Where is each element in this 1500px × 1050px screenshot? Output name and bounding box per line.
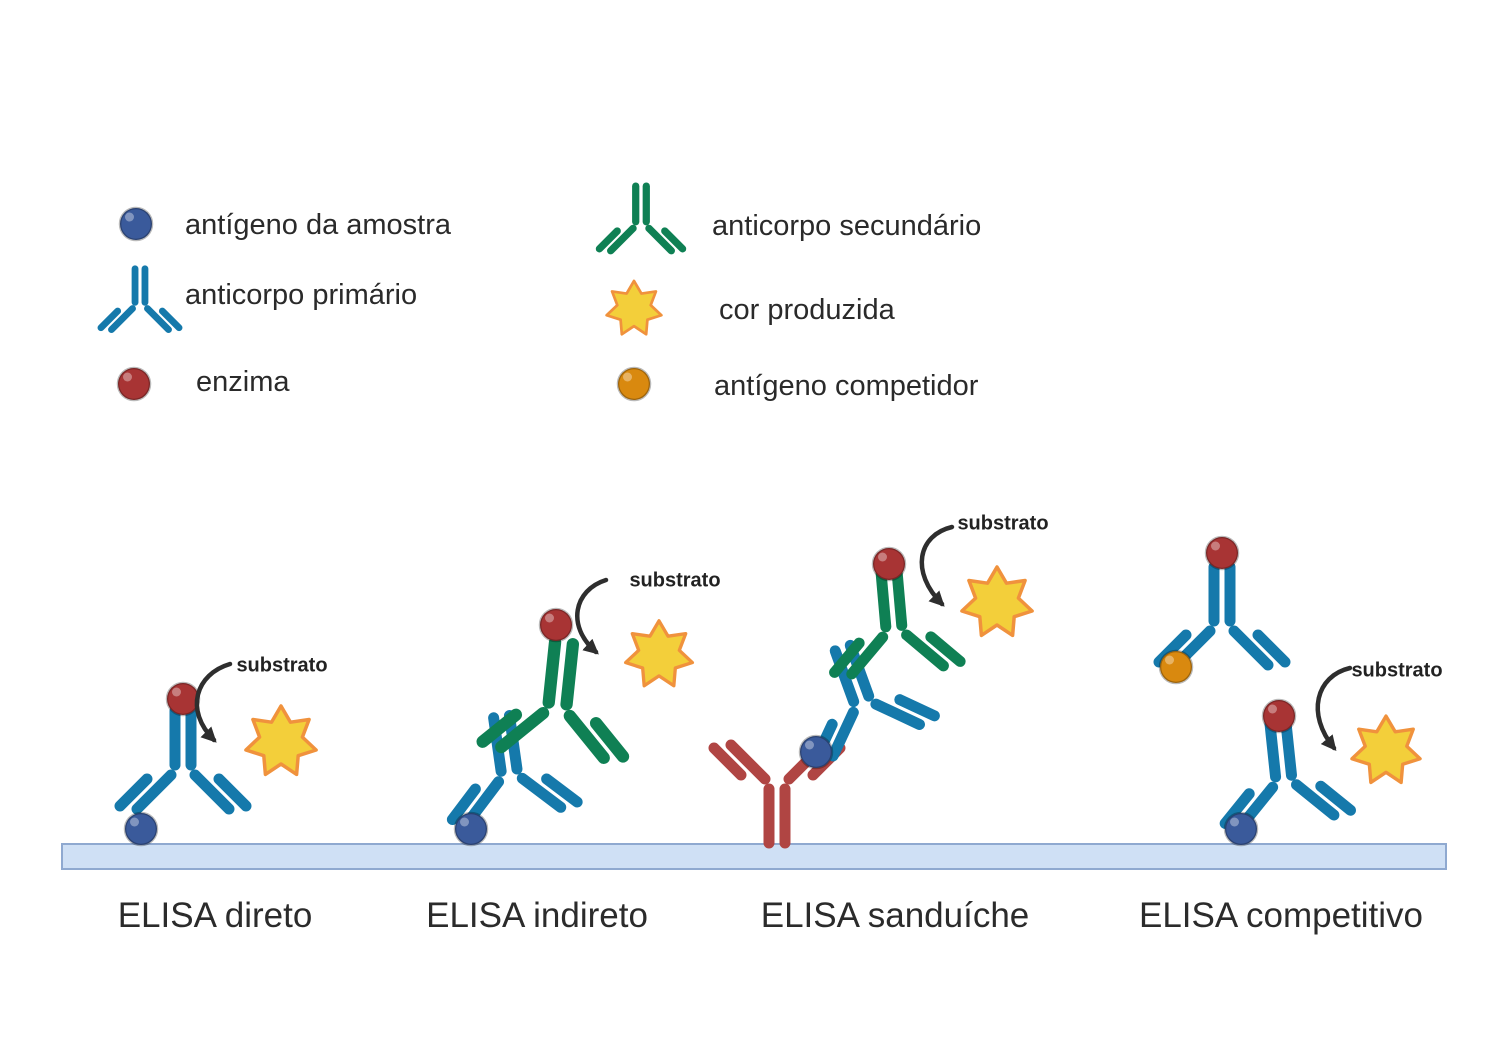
microplate-surface: [61, 843, 1447, 870]
legend-label-enzyme: enzima: [196, 365, 290, 398]
legend-label-color-produced: cor produzida: [719, 293, 895, 326]
substrate-arrow: [194, 661, 233, 743]
substrate-arrow: [919, 524, 955, 607]
competitor-antigen-icon: [1158, 649, 1194, 685]
substrate-label: substrato: [236, 654, 328, 677]
elisa-indirect-diagram: [439, 577, 695, 847]
color-star-icon: [1350, 714, 1422, 785]
enzyme-icon: [1204, 535, 1240, 571]
legend-label-primary-antibody: anticorpo primário: [185, 278, 418, 311]
legend-enzyme-icon: [116, 366, 152, 402]
diagram-title-sandwich: ELISA sanduíche: [760, 896, 1030, 935]
enzyme-icon: [538, 607, 574, 643]
secondary-antibody-icon: [826, 567, 960, 676]
primary-antibody-icon: [120, 711, 246, 809]
substrate-label: substrato: [957, 512, 1049, 535]
enzyme-icon: [871, 546, 907, 582]
diagram-title-competitive: ELISA competitivo: [1138, 896, 1424, 935]
legend-label-competitor-antigen: antígeno competidor: [714, 369, 979, 402]
legend-secondary-antibody-icon: [599, 186, 682, 251]
sample-antigen-icon: [123, 811, 159, 847]
diagram-title-direct: ELISA direto: [117, 896, 313, 935]
diagram-title-indirect: ELISA indireto: [426, 896, 648, 935]
sample-antigen-icon: [798, 734, 834, 770]
secondary-antibody-icon: [482, 636, 634, 760]
elisa-sandwich-diagram: [714, 524, 1034, 843]
color-star-icon: [623, 619, 695, 688]
color-star-icon: [960, 565, 1034, 638]
substrate-arrow: [1315, 665, 1353, 751]
legend-label-sample-antigen: antígeno da amostra: [185, 208, 452, 241]
substrate-label: substrato: [629, 569, 721, 592]
sample-antigen-icon: [453, 811, 489, 847]
legend-sample-antigen-icon: [118, 206, 154, 242]
legend-label-secondary-antibody: anticorpo secundário: [712, 209, 982, 242]
enzyme-icon: [165, 681, 201, 717]
elisa-direct-diagram: [120, 661, 318, 847]
sample-antigen-icon: [1223, 811, 1259, 847]
elisa-competitive-diagram: [1158, 535, 1422, 847]
legend-primary-antibody-icon: [101, 269, 179, 330]
legend-color-produced-icon: [605, 279, 663, 336]
color-star-icon: [244, 704, 318, 777]
legend-competitor-antigen-icon: [616, 366, 652, 402]
substrate-label: substrato: [1351, 659, 1443, 682]
enzyme-icon: [1261, 698, 1297, 734]
substrate-arrow: [575, 577, 609, 655]
